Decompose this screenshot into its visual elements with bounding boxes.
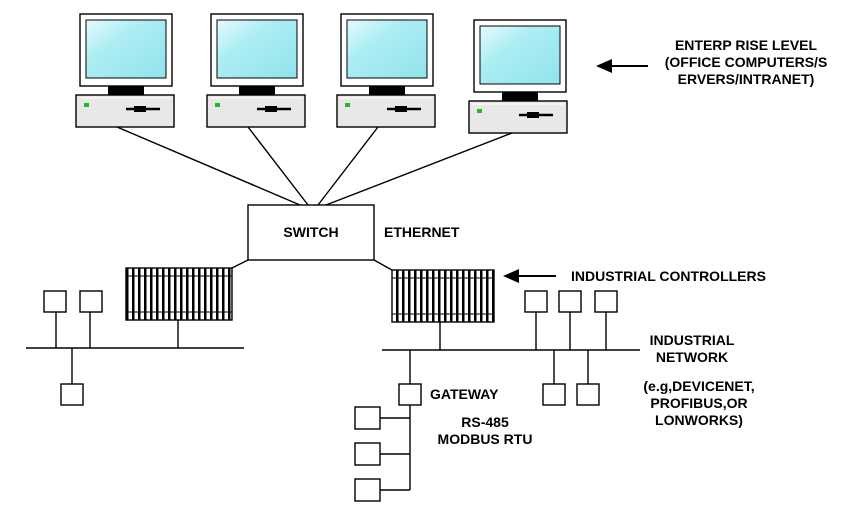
switch-box [247,204,375,261]
cpu-unit [468,100,568,134]
monitor-stand [108,86,144,95]
ethernet-links [116,126,513,206]
power-led [84,103,89,107]
rs485-chain [380,405,411,491]
device-node [354,406,381,430]
switch-controller-links [231,259,393,271]
device-node [60,383,84,406]
cpu-unit [75,94,175,128]
ethernet-label: ETHERNET [384,224,460,240]
monitor-screen [346,19,428,79]
device-node [542,383,566,406]
controller-left [125,267,233,321]
device-node [354,478,381,502]
computer [336,13,436,128]
industrial-controllers-label: INDUSTRIAL CONTROLLERS [571,268,766,284]
computers-group [75,13,568,134]
right-bus [382,312,640,384]
cpu-unit [206,94,306,128]
device-node [558,290,582,313]
rs485-label: RS-485 MODBUS RTU [437,414,533,447]
device-node [576,383,600,406]
device-node [594,290,618,313]
monitor-screen [479,25,561,85]
power-led [477,109,482,113]
device-node [79,290,103,313]
controller-right [391,269,495,323]
power-led [345,103,350,107]
computer [206,13,306,128]
device-node [43,290,67,313]
arrow-enterprise [596,59,648,73]
power-led [215,103,220,107]
device-node [354,442,381,466]
monitor-screen [216,19,298,79]
monitor-stand [369,86,405,95]
enterprise-level-label: ENTERP RISE LEVEL (OFFICE COMPUTERS/S ER… [664,37,828,87]
monitor-screen [85,19,167,79]
network-examples-label: (e.g,DEVICENET, PROFIBUS,OR LONWORKS) [643,378,755,428]
computer [468,19,568,134]
monitor-stand [502,92,538,101]
computer [75,13,175,128]
cpu-unit [336,94,436,128]
monitor-stand [239,86,275,95]
industrial-network-label: INDUSTRIAL NETWORK [649,332,735,365]
gateway-label: GATEWAY [430,386,499,402]
device-node [524,290,548,313]
gateway-node [398,383,422,406]
arrow-controllers [503,269,556,283]
left-bus [26,312,244,384]
switch-label: SWITCH [283,224,339,240]
